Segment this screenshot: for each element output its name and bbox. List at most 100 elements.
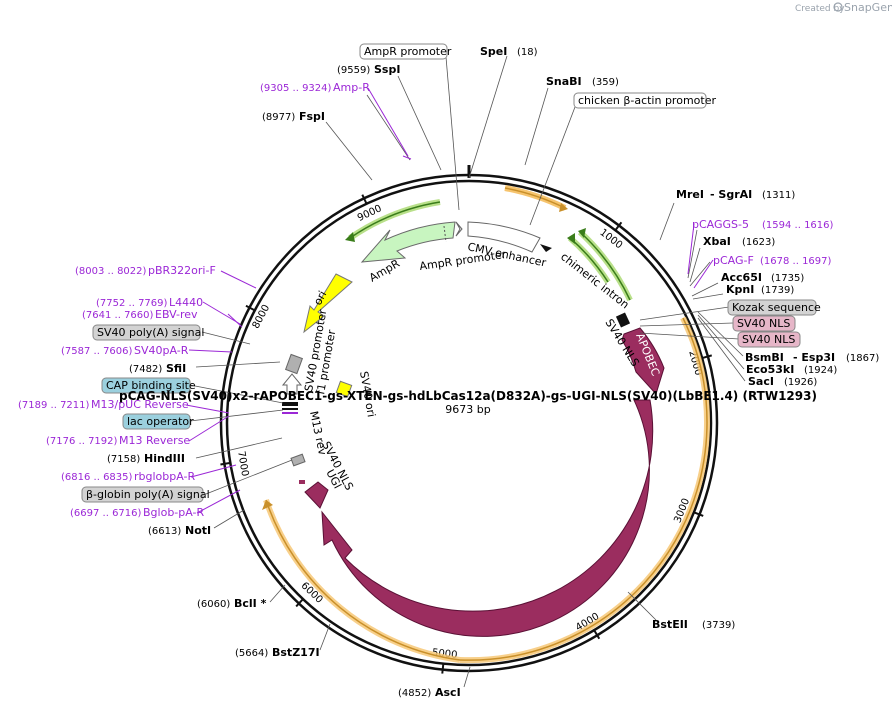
label-chicken-actin: chicken β-actin promoter [578,94,716,107]
primer-bglob-pa-r: Bglob-pA-R [143,506,205,519]
enzyme-fspi: FspI [299,110,325,123]
promoter-arc-arrowhead [578,228,586,238]
enzyme-sspi: SspI [374,63,400,76]
primer-sv40pa-r-pos: (7587 .. 7606) [61,346,133,357]
sv40-promoter-arrow [281,373,303,395]
tick-mark [693,511,704,517]
sv40-nls-top-marker [615,312,631,328]
enzyme-sfii-pos: (7482) [129,364,162,375]
enzyme-bsteii-pos: (3739) [702,620,735,631]
primer-leader-lines [185,87,714,514]
lbcpf1-feature [321,399,654,637]
box-beta-globin-polya [81,486,204,503]
enzyme-bsmbi-pos: (1867) [846,353,879,364]
enzyme-snabi-pos: (359) [592,77,619,88]
tick-mark [295,598,304,608]
primer-bglob-pa-r-pos: (6697 .. 6716) [70,508,142,519]
enzyme-xbai: XbaI [703,235,731,248]
primer-pcaggs-5-pos: (1594 .. 1616) [762,220,834,231]
sv40-ori-feature [335,380,353,398]
enzyme-mrei: MreI [676,188,704,201]
primer-ebv-rev-pos: (7641 .. 7660) [82,310,154,321]
ugi-feature [304,481,329,509]
enzyme-eco53ki: Eco53kI [746,363,794,376]
box-lac-operator [122,413,191,430]
primer-rbglobpa-r-pos: (6816 .. 6835) [61,472,133,483]
enzyme-noti-pos: (6613) [148,526,181,537]
label-sv40-nls-2: SV40 NLS [742,333,795,346]
enzyme-sfii: SfiI [166,362,186,375]
ampr-promoter-arrow [455,221,463,237]
leader-lines [189,55,746,688]
boxed-labels: AmpR promoter chicken β-actin promoter K… [81,43,821,503]
cmv-enhancer-feature [467,221,541,253]
enzyme-acc65i-pos: (1735) [771,273,804,284]
primer-pcaggs-5: pCAGGS-5 [692,218,749,231]
enzyme-labels: SpeI (18) SnaBI (359) MreI - SgrAI (1311… [107,45,879,699]
apobec-feature [621,327,665,395]
created-by-text: Created by [795,4,845,14]
tick-mark [220,461,231,466]
tick-label: 1000 [597,227,624,251]
primer-m13-reverse-pos: (7176 .. 7192) [46,436,118,447]
enzyme-snabi: SnaBI [546,75,582,88]
primer-l4440-pos: (7752 .. 7769) [96,298,168,309]
intron-arc-arrowhead [567,233,575,244]
primer-ebv-rev: EBV-rev [155,308,198,321]
label-sv40-nls-1: SV40 NLS [737,317,790,330]
tick-label: 7000 [235,450,250,477]
ampr-boundary [443,225,447,243]
feature-label-lbcpf1: LbCpf1 [495,564,536,587]
tick-mark [361,194,368,205]
cas-arc-2 [265,499,461,661]
enzyme-bcli: BclI * [234,597,267,610]
tick-mark [441,663,445,674]
lac-operator-marker [282,408,298,410]
enzyme-saci-pos: (1926) [784,377,817,388]
primer-sv40pa-r: SV40pA-R [134,344,189,357]
enzyme-bstz17i-pos: (5664) [235,648,268,659]
m13-primer-marker [282,412,298,414]
enzyme-bsmbi: BsmBI [745,351,784,364]
enzyme-asci-pos: (4852) [398,688,431,699]
primer-l4440: L4440 [169,296,203,309]
primer-m13-reverse: M13 Reverse [119,434,190,447]
enzyme-sgrai: - SgrAI [710,188,752,201]
cap-binding-site-marker [282,402,298,406]
enzyme-hindiii-pos: (7158) [107,454,140,465]
tick-mark [701,354,713,360]
snapgene-brand: SnapGene [844,1,892,14]
enzyme-kpni: KpnI [726,283,754,296]
cmv-arc-arrowhead [559,203,568,212]
tick-label: 8000 [251,303,273,331]
enzyme-fspi-pos: (8977) [262,112,295,123]
enzyme-kpni-pos: (1739) [761,285,794,296]
enzyme-bstz17i: BstZ17I [272,646,320,659]
box-sv40-polya [92,324,201,341]
lbcpf1-arc [459,317,708,661]
ampr-arc-arrowhead [345,232,355,242]
promoter-arc [579,231,631,301]
label-ampr-promoter: AmpR promoter [364,45,452,58]
box-sv40-nls-1 [732,315,796,332]
tick-mark [614,221,623,231]
ampr-feature [360,221,456,263]
cas-arc-arrowhead [262,500,273,510]
primer-rbglobpa-r: rbglobpA-R [134,470,195,483]
box-sv40-nls-2 [737,331,801,348]
beta-globin-feature [290,453,306,467]
enzyme-hindiii: HindIII [144,452,185,465]
sv40-nls-bottom-marker [299,480,305,484]
plasmid-size: 9673 bp [445,403,490,416]
tick-mark [245,304,256,312]
box-chicken-actin [573,92,707,109]
backbone-inner-ring [225,179,713,667]
feature-label-m13-rev: M13 rev [307,410,329,457]
enzyme-mrei-pos: (1311) [762,190,795,201]
enzyme-bcli-pos: (6060) [197,599,230,610]
enzyme-saci: SacI [748,375,774,388]
enzyme-noti: NotI [185,524,211,537]
snapgene-logo-icon [833,2,843,12]
label-sv40-polya: SV40 poly(A) signal [97,326,204,339]
